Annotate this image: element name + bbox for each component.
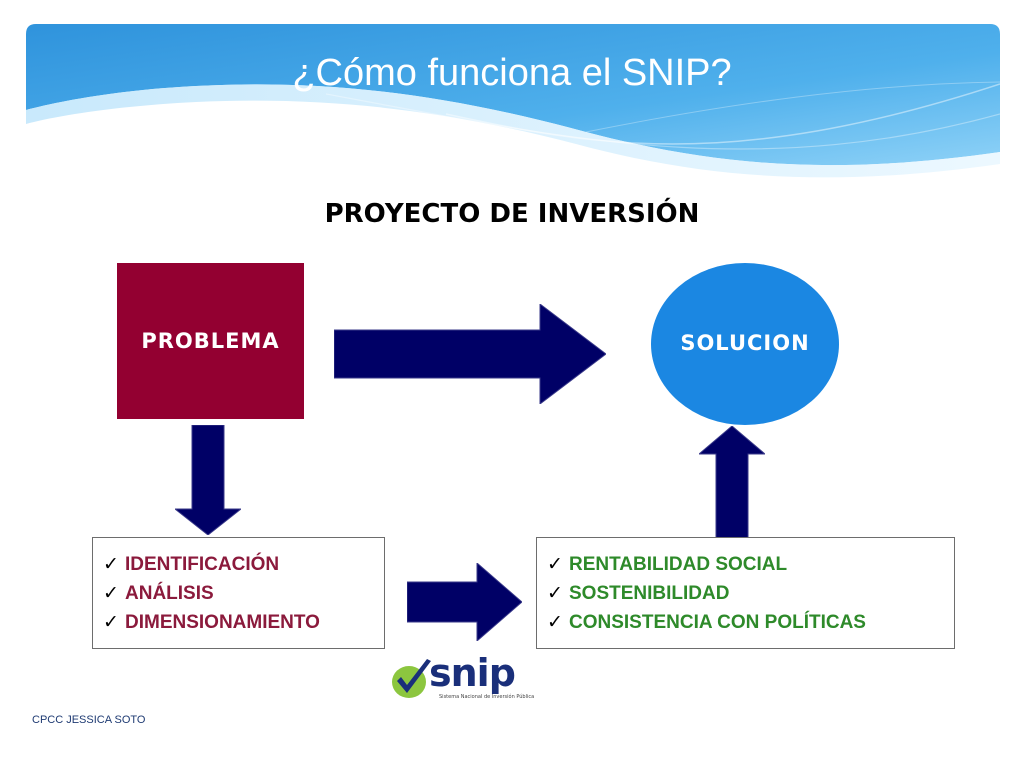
analysis-list-box: ✓IDENTIFICACIÓN ✓ANÁLISIS ✓DIMENSIONAMIE… <box>92 537 385 649</box>
check-icon: ✓ <box>547 583 563 604</box>
list-item: ✓ANÁLISIS <box>103 579 384 608</box>
problem-box: PROBLEMA <box>117 263 304 419</box>
list-item: ✓SOSTENIBILIDAD <box>547 579 954 608</box>
check-icon: ✓ <box>103 554 119 575</box>
check-icon: ✓ <box>103 612 119 633</box>
logo-tagline: Sistema Nacional de Inversión Pública <box>439 694 535 700</box>
header-banner <box>26 24 1000 178</box>
list-item: ✓IDENTIFICACIÓN <box>103 550 384 579</box>
slide-title: ¿Cómo funciona el SNIP? <box>292 52 732 94</box>
solution-label: SOLUCION <box>680 331 810 355</box>
arrow-right-bottom <box>407 563 522 641</box>
logo-text: snip <box>429 651 516 695</box>
check-icon: ✓ <box>547 612 563 633</box>
diagram-subtitle: PROYECTO DE INVERSIÓN <box>324 199 700 229</box>
footer-author: CPCC JESSICA SOTO <box>32 714 146 726</box>
arrow-right-top <box>334 304 606 404</box>
problem-label: PROBLEMA <box>141 329 280 353</box>
arrow-down-left <box>175 425 241 535</box>
arrow-up-right <box>699 426 765 538</box>
list-item: ✓CONSISTENCIA CON POLÍTICAS <box>547 608 954 637</box>
list-item: ✓DIMENSIONAMIENTO <box>103 608 384 637</box>
check-icon: ✓ <box>103 583 119 604</box>
snip-logo: snip Sistema Nacional de Inversión Públi… <box>389 651 535 703</box>
list-item: ✓RENTABILIDAD SOCIAL <box>547 550 954 579</box>
checkmark-logo-icon <box>392 659 431 698</box>
criteria-list-box: ✓RENTABILIDAD SOCIAL ✓SOSTENIBILIDAD ✓CO… <box>536 537 955 649</box>
check-icon: ✓ <box>547 554 563 575</box>
solution-circle: SOLUCION <box>651 263 839 425</box>
